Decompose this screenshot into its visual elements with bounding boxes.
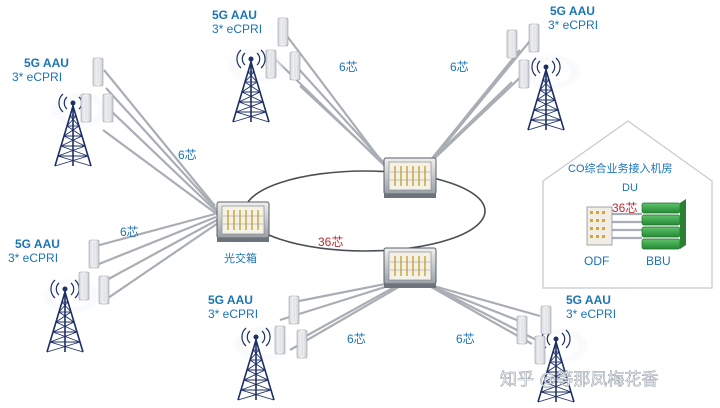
aau-panel — [265, 49, 277, 79]
watermark: 知乎 @等那凤梅花香 — [500, 370, 658, 390]
du-label: DU — [622, 182, 638, 194]
aau-panel — [518, 59, 530, 89]
ring-core-count: 36芯 — [318, 235, 343, 249]
aau-title: 5G AAU — [15, 237, 60, 251]
aau-title: 5G AAU — [212, 8, 257, 22]
room-core-count: 36芯 — [612, 201, 637, 215]
aau-panel — [289, 51, 301, 81]
aau-cpri: 3* eCPRI — [566, 307, 616, 321]
aau-cpri: 3* eCPRI — [12, 70, 62, 84]
aau-panel — [274, 325, 286, 355]
site-top-left — [50, 57, 114, 167]
site-top-center — [226, 17, 301, 123]
aau-title: 5G AAU — [208, 293, 253, 307]
room-title: CO综合业务接入机房 — [568, 161, 673, 175]
ring-node-top — [383, 157, 437, 199]
fiber-ring — [244, 170, 486, 252]
site-bottom-right — [516, 305, 590, 403]
aau-panel — [102, 93, 114, 123]
aau-panel — [288, 295, 300, 325]
aau-panel — [88, 239, 100, 269]
core-count: 6芯 — [456, 332, 475, 346]
ring-node-bottom — [383, 247, 437, 289]
aau-title: 5G AAU — [24, 56, 69, 70]
aau-panel — [528, 23, 540, 53]
aau-cpri: 3* eCPRI — [8, 251, 58, 265]
core-count: 6芯 — [339, 60, 358, 74]
aau-cpri: 3* eCPRI — [548, 18, 598, 32]
core-count: 6芯 — [178, 148, 197, 162]
odf-frame — [586, 206, 613, 246]
aau-panel — [534, 335, 546, 365]
odf-label: ODF — [584, 254, 609, 268]
aau-cpri: 3* eCPRI — [208, 307, 258, 321]
site-bottom-left — [232, 295, 308, 401]
bbu-label: BBU — [646, 254, 671, 268]
aau-cpri: 3* eCPRI — [212, 22, 262, 36]
aau-panel — [80, 93, 92, 123]
site-mid-left — [42, 239, 110, 353]
aau-panel — [516, 315, 528, 345]
aau-panel — [98, 275, 110, 305]
core-count: 6芯 — [347, 332, 366, 346]
aau-panel — [506, 29, 518, 59]
site-top-right — [506, 23, 582, 131]
bbu-stack — [641, 199, 686, 250]
aau-panel — [92, 57, 104, 87]
aau-title: 5G AAU — [550, 4, 595, 18]
fiber-bundles — [95, 35, 642, 351]
core-count: 6芯 — [450, 60, 469, 74]
aau-panel — [78, 271, 90, 301]
cross-box-label: 光交箱 — [224, 251, 257, 265]
aau-panel — [277, 17, 289, 47]
core-count: 6芯 — [120, 225, 139, 239]
aau-panel — [540, 305, 552, 335]
cross-connect-box — [216, 201, 270, 243]
aau-panel — [296, 329, 308, 359]
aau-title: 5G AAU — [566, 293, 611, 307]
